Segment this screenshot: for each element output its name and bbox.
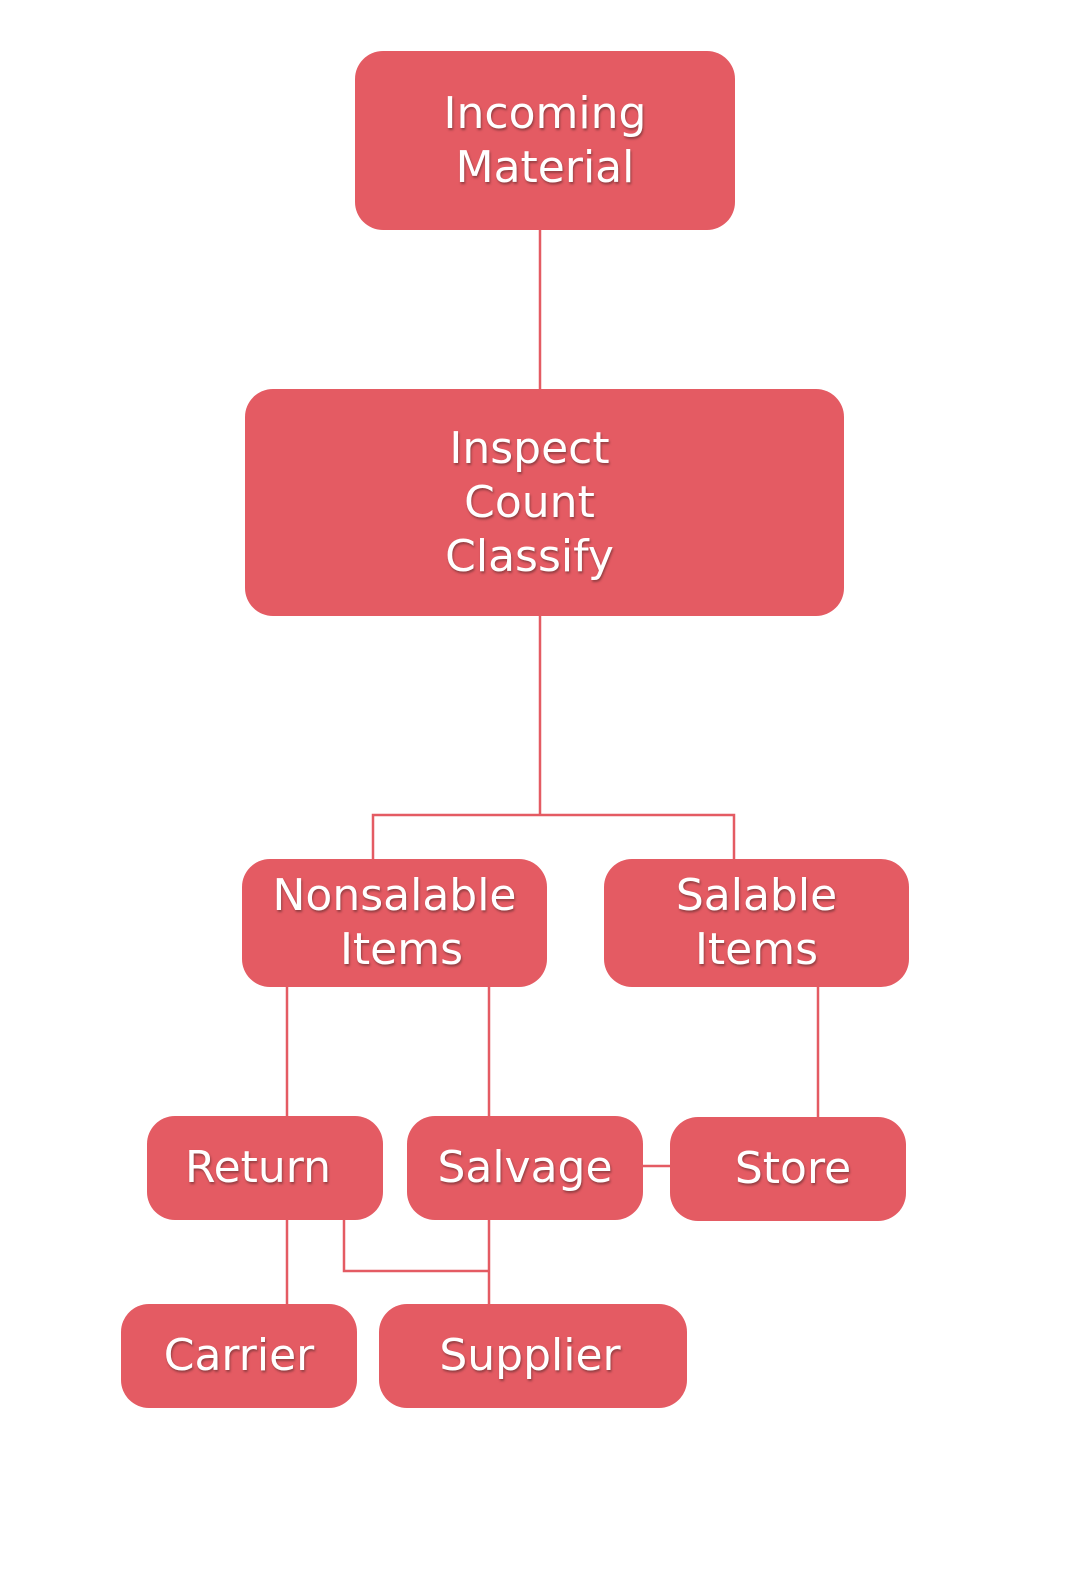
node-return: Return (147, 1116, 383, 1220)
node-label-line: Material (455, 141, 635, 193)
node-label: Store (734, 1143, 852, 1194)
node-label-line: Count (464, 476, 595, 528)
node-carrier: Carrier (121, 1304, 357, 1408)
node-label-line: Salable (675, 870, 838, 921)
node-label-line: Items (339, 924, 464, 975)
node-label: Return (184, 1142, 331, 1193)
node-label-line: Inspect (449, 422, 610, 474)
node-inspect-count-classify: Inspect Count Classify (245, 389, 844, 616)
node-salable-items: Salable Items (604, 859, 909, 987)
connector-branch-nonsalable-salable (371, 813, 736, 859)
node-supplier: Supplier (379, 1304, 687, 1408)
node-label-line: Items (694, 924, 819, 975)
node-store: Store (670, 1117, 906, 1221)
node-label-line: Incoming (443, 87, 647, 139)
node-incoming-material: Incoming Material (355, 51, 735, 230)
node-label: Salvage (437, 1142, 613, 1193)
node-label: Supplier (439, 1330, 621, 1381)
node-nonsalable-items: Nonsalable Items (242, 859, 547, 987)
node-label-line: Classify (445, 530, 614, 582)
node-label-line: Nonsalable (272, 870, 517, 921)
node-salvage: Salvage (407, 1116, 643, 1220)
connector-return-to-supplier (342, 1220, 489, 1273)
node-label: Carrier (163, 1330, 315, 1381)
